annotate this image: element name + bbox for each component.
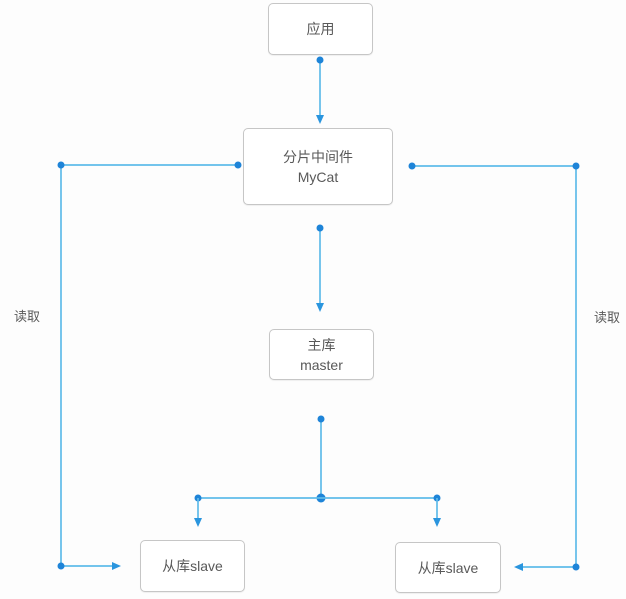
- arrowhead-right-icon: [112, 562, 121, 570]
- connector-mycat-master: [316, 224, 324, 312]
- edge-label-read-right: 读取: [594, 310, 621, 325]
- node-slave-left-label: 从库slave: [162, 558, 223, 574]
- node-slave-right: 从库slave: [395, 542, 501, 593]
- node-master-label-line1: 主库: [307, 336, 336, 353]
- connection-dot: [572, 563, 580, 571]
- node-app-label: 应用: [306, 21, 335, 37]
- arrowhead-down-icon: [316, 303, 324, 312]
- arrowhead-down-icon: [194, 518, 202, 527]
- node-mycat-label-line1: 分片中间件: [283, 148, 353, 165]
- connection-dot: [57, 161, 65, 169]
- connection-dot: [57, 562, 65, 570]
- node-master-label-line2: master: [300, 356, 343, 373]
- node-app: 应用: [268, 3, 373, 55]
- arrowhead-down-icon: [433, 518, 441, 527]
- connection-dot: [317, 415, 325, 423]
- arrowhead-down-icon: [316, 115, 324, 124]
- connection-dot: [408, 162, 416, 170]
- node-master: 主库 master: [269, 329, 374, 380]
- connection-dot: [234, 161, 242, 169]
- arrowhead-left-icon: [514, 563, 523, 571]
- node-mycat-label-line2: MyCat: [297, 168, 339, 185]
- connection-dot: [316, 224, 324, 232]
- connector-app-mycat: [316, 56, 324, 124]
- edge-label-read-left: 读取: [14, 309, 41, 324]
- connector-branch-slave-right: [433, 498, 441, 527]
- node-slave-left: 从库slave: [140, 540, 245, 592]
- connection-dot: [316, 56, 324, 64]
- node-mycat: 分片中间件 MyCat: [243, 128, 393, 205]
- connector-read-right: [408, 162, 580, 571]
- connection-dot: [572, 162, 580, 170]
- connector-master-branch: [316, 415, 326, 503]
- connector-read-left: [57, 161, 242, 570]
- connector-branch-slave-left: [194, 498, 202, 527]
- node-slave-right-label: 从库slave: [417, 559, 479, 576]
